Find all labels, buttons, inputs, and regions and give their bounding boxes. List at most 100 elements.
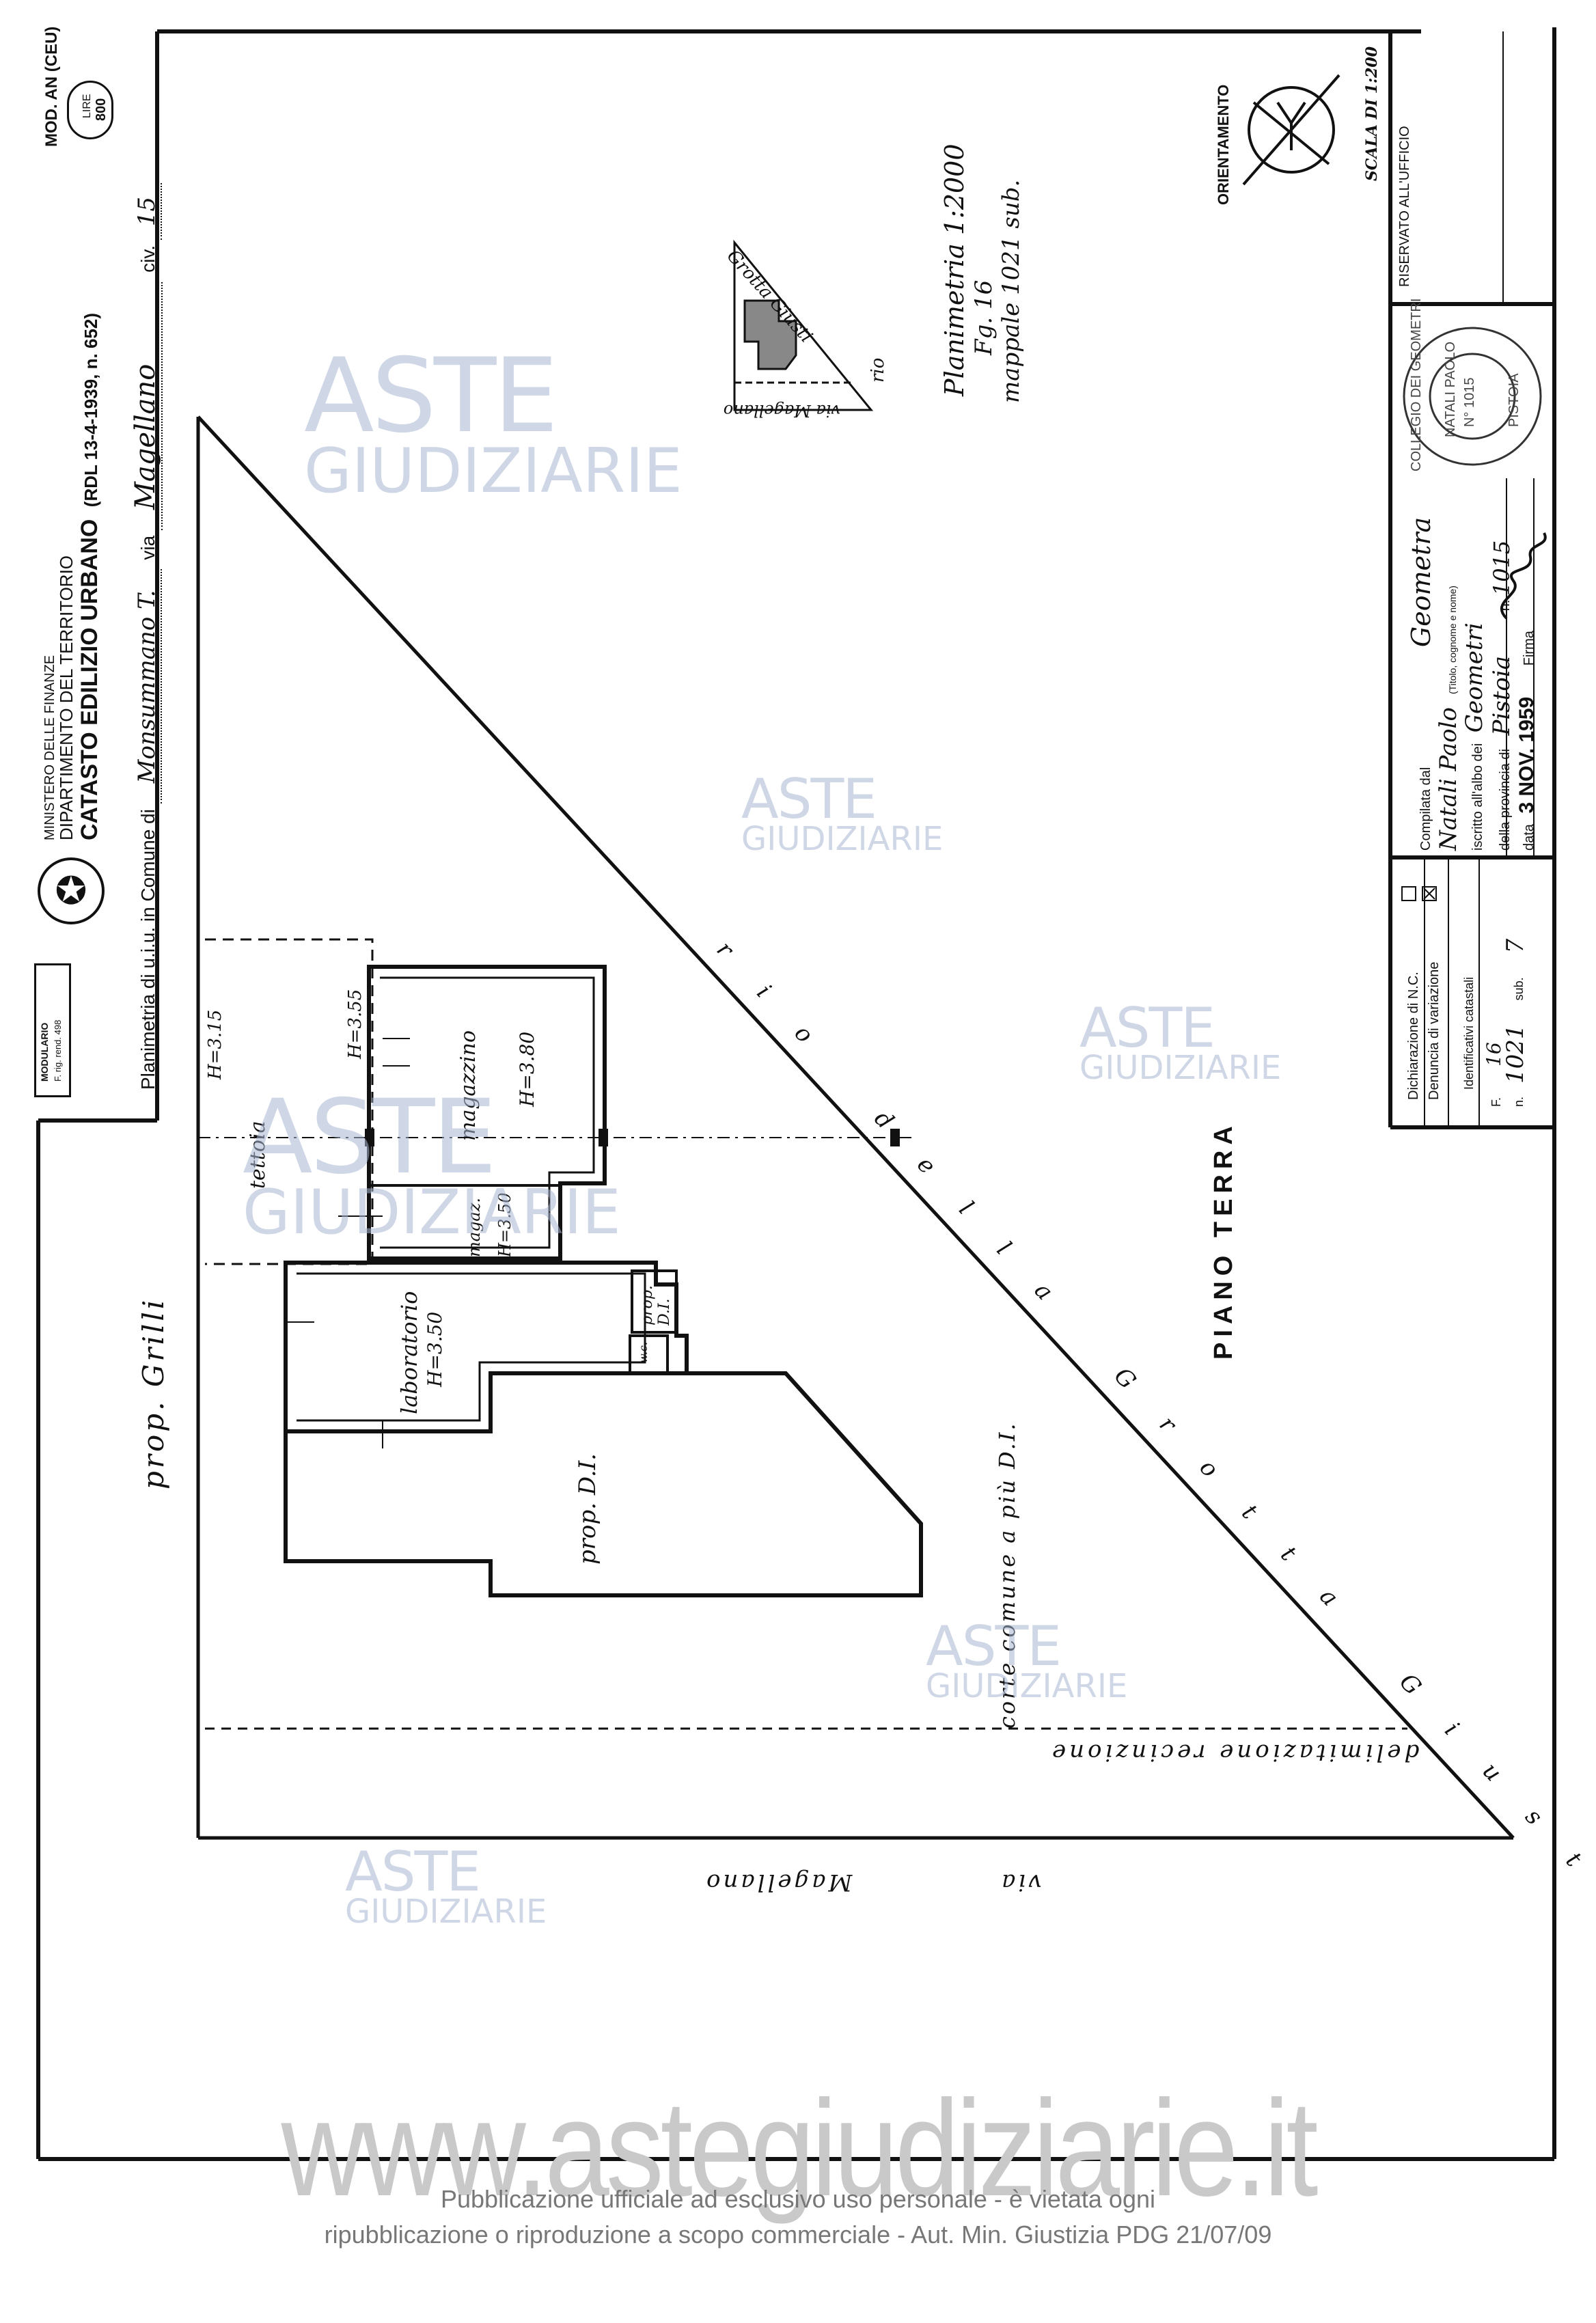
watermark-1-giudiziarie: GIUDIZIARIE bbox=[304, 435, 683, 507]
checkbox-nc bbox=[1401, 886, 1416, 901]
footer-line-1: Pubblicazione ufficiale ad esclusivo uso… bbox=[441, 2185, 1155, 2213]
prop-di-small-label: prop. D.I. bbox=[639, 1285, 673, 1325]
date-value: 3 NOV. 1959 bbox=[1515, 696, 1538, 814]
name-hint: (Titolo, cognome e nome) bbox=[1447, 586, 1458, 695]
prop-grilli-label: prop. Grilli bbox=[137, 1297, 170, 1489]
watermark-4: ASTE GIUDIZIARIE bbox=[243, 1086, 621, 1243]
watermark-3-aste: ASTE bbox=[1079, 996, 1215, 1060]
law-ref: (RDL 13-4-1939, n. 652) bbox=[81, 313, 101, 508]
seal-name: NATALI PAOLO bbox=[1443, 341, 1458, 437]
seal-number: N° 1015 bbox=[1462, 377, 1477, 428]
declaration-nc: Dichiarazione di N.C. bbox=[1406, 972, 1421, 1100]
laboratorio-wall bbox=[284, 1261, 689, 1433]
particella-value: 1021 bbox=[1502, 1024, 1529, 1084]
sub-value: 7 bbox=[1502, 938, 1529, 954]
name-row: Natali Paolo (Titolo, cognome e nome) bbox=[1435, 586, 1462, 851]
albo-number-value: 1015 bbox=[1489, 540, 1515, 596]
site-hypotenuse bbox=[197, 415, 1515, 1839]
particella-label: n. bbox=[1512, 1096, 1526, 1107]
particella-row: n. 1021 sub. 7 bbox=[1502, 939, 1529, 1107]
cadastre-title: CATASTO EDILIZIO URBANO (RDL 13-4-1939, … bbox=[77, 313, 103, 840]
watermark-4-giudiziarie: GIUDIZIARIE bbox=[243, 1177, 621, 1248]
checkbox-variazione bbox=[1422, 886, 1437, 901]
modulario-box: MODULARIO F. rig. rend. 498 bbox=[34, 963, 71, 1097]
watermark-5: ASTE GIUDIZIARIE bbox=[926, 1619, 1127, 1703]
scale-label: SCALA DI 1:200 bbox=[1363, 46, 1381, 181]
ident-label: Identificativi catastali bbox=[1462, 976, 1476, 1090]
via-value: Magellano bbox=[130, 281, 163, 531]
wc-label: w.c. bbox=[637, 1342, 650, 1363]
date-row: data 3 NOV. 1959 Firma bbox=[1515, 631, 1539, 851]
watermark-5-aste: ASTE bbox=[926, 1614, 1062, 1678]
inset-site-map bbox=[733, 239, 874, 411]
seal-college: COLLEGIO DEI GEOMETRI bbox=[1409, 298, 1424, 471]
reserved-label: RISERVATO ALL'UFFICIO bbox=[1397, 126, 1412, 287]
compiled-row: Compilata dal Geometra bbox=[1406, 517, 1436, 851]
province-row: della provincia di Pistoia n. 1015 bbox=[1488, 540, 1515, 851]
magazzino-wall bbox=[367, 965, 607, 1261]
watermark-3: ASTE GIUDIZIARIE bbox=[1079, 996, 1282, 1087]
via-magellano-label: via Magellano bbox=[704, 1869, 1042, 1896]
mod-code: MOD. AN (CEU) bbox=[42, 26, 61, 147]
watermark-6-aste: ASTE bbox=[345, 1840, 481, 1903]
name-value: Natali Paolo bbox=[1435, 707, 1462, 851]
stamp-lire-label: LIRE bbox=[81, 94, 93, 118]
signature-label: Firma bbox=[1522, 631, 1537, 666]
comune-value: Monsummano T. bbox=[133, 569, 162, 804]
seal-city: PISTOIA bbox=[1506, 373, 1522, 427]
albo-row: iscritto all'albo dei Geometri bbox=[1461, 622, 1488, 851]
h355-label: H=3.55 bbox=[345, 989, 366, 1059]
watermark-2-aste: ASTE bbox=[741, 767, 877, 831]
college-seal bbox=[1403, 327, 1542, 466]
watermark-2-giudiziarie: GIUDIZIARIE bbox=[741, 820, 944, 858]
prop-di-outline bbox=[284, 1371, 923, 1597]
stamp-lire: LIRE 800 bbox=[67, 81, 113, 139]
prop-di-small-room bbox=[631, 1269, 678, 1334]
prop-di-label: prop. D.I. bbox=[574, 1453, 601, 1565]
site-watermark: www.astegiudiziarie.it bbox=[281, 2072, 1319, 2225]
modulario-code: F. rig. rend. 498 bbox=[53, 1019, 63, 1082]
watermark-1-aste: ASTE bbox=[304, 337, 558, 456]
sub-label: sub. bbox=[1512, 977, 1526, 1001]
watermark-2: ASTE GIUDIZIARIE bbox=[741, 767, 944, 858]
inset-title: Planimetria 1:2000 bbox=[939, 143, 969, 396]
via-label: via bbox=[137, 535, 159, 560]
laboratorio-label: laboratorio bbox=[396, 1291, 422, 1414]
h315-label: H=3.15 bbox=[205, 1009, 225, 1080]
foglio-label: F. bbox=[1489, 1097, 1503, 1107]
planimetry-line: Planimetria di u.i.u. in Comune di Monsu… bbox=[130, 182, 163, 1090]
watermark-3-giudiziarie: GIUDIZIARIE bbox=[1079, 1049, 1282, 1087]
albo-number-label: n. bbox=[1498, 599, 1513, 611]
watermark-5-giudiziarie: GIUDIZIARIE bbox=[926, 1667, 1128, 1705]
watermark-4-aste: ASTE bbox=[243, 1078, 497, 1197]
province-label: della provincia di bbox=[1498, 749, 1513, 851]
inset-mappale: mappale 1021 sub. bbox=[998, 179, 1025, 403]
date-label: data bbox=[1522, 824, 1537, 851]
civico-value: 15 bbox=[133, 182, 162, 240]
compiled-by-label: Compilata dal bbox=[1418, 767, 1433, 851]
republic-emblem: ✪ bbox=[38, 857, 105, 924]
department: DIPARTIMENTO DEL TERRITORIO bbox=[56, 555, 77, 840]
orientation-label: ORIENTAMENTO bbox=[1215, 84, 1232, 205]
compiled-by-value: Geometra bbox=[1406, 517, 1436, 648]
stamp-lire-value: 800 bbox=[94, 98, 109, 121]
inset-foglio: Fg. 16 bbox=[970, 279, 998, 355]
footer-line-2: ripubblicazione o riproduzione a scopo c… bbox=[324, 2221, 1272, 2249]
province-value: Pistoia bbox=[1488, 655, 1515, 736]
planimetry-prefix: Planimetria di u.i.u. in Comune di bbox=[137, 809, 159, 1090]
inset-via: via Magellano bbox=[723, 401, 840, 420]
h350b-label: H=3.50 bbox=[424, 1311, 446, 1387]
albo-label: iscritto all'albo dei bbox=[1470, 743, 1485, 851]
recinzione-label: delimitazione recinzione bbox=[1049, 1739, 1420, 1766]
inset-rio: rio bbox=[868, 357, 888, 383]
signature-scribble bbox=[1500, 532, 1547, 620]
watermark-6-giudiziarie: GIUDIZIARIE bbox=[345, 1893, 547, 1931]
wc-room bbox=[629, 1334, 669, 1375]
watermark-1: ASTE GIUDIZIARIE bbox=[304, 345, 683, 502]
modulario-label: MODULARIO bbox=[39, 1022, 50, 1082]
floor-label: PIANO TERRA bbox=[1209, 1121, 1238, 1360]
cadastre-title-text: CATASTO EDILIZIO URBANO bbox=[77, 519, 102, 840]
albo-value: Geometri bbox=[1461, 622, 1488, 733]
